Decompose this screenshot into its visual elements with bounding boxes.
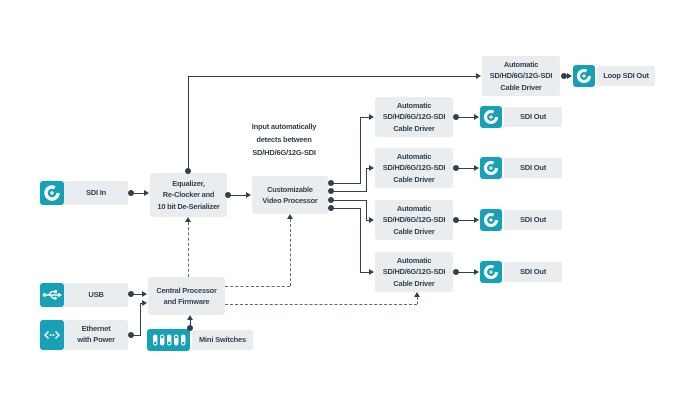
- connector: [331, 200, 367, 201]
- connector: [190, 320, 191, 326]
- arrowhead: [184, 217, 191, 222]
- usb-icon: [40, 283, 64, 307]
- connector: [366, 200, 367, 220]
- arrowhead: [476, 72, 481, 79]
- sdi-in-label: SDI In: [64, 181, 128, 205]
- connector: [228, 195, 246, 196]
- loop-sdi-out-label: Loop SDI Out: [597, 66, 655, 86]
- cable-driver-block-1: Automatic SD/HD/6G/12G-SDI Cable Driver: [375, 97, 453, 137]
- connector: [188, 76, 189, 169]
- bnc-icon-glyph: [483, 160, 499, 176]
- connector: [456, 168, 474, 169]
- sdi-out-label-4: SDI Out: [504, 262, 562, 282]
- bnc-icon-glyph: [483, 109, 499, 125]
- connector: [564, 76, 568, 77]
- connector: [360, 117, 361, 184]
- arrowhead: [567, 72, 572, 79]
- connector: [140, 303, 143, 304]
- dashed-connector: [225, 286, 290, 287]
- arrowhead: [142, 299, 147, 306]
- bnc-icon: [480, 106, 502, 128]
- connector-dot: [185, 168, 191, 174]
- arrowhead: [474, 216, 479, 223]
- bnc-icon-glyph: [483, 212, 499, 228]
- connector: [331, 208, 361, 209]
- dip-switches-icon: [147, 329, 190, 351]
- arrowhead: [369, 268, 374, 275]
- arrowhead: [474, 164, 479, 171]
- arrowhead: [474, 113, 479, 120]
- bnc-icon-glyph: [483, 264, 499, 280]
- connector: [360, 272, 370, 273]
- arrowhead: [246, 191, 251, 198]
- connector: [360, 208, 361, 272]
- dashed-connector: [290, 219, 291, 286]
- connector: [131, 335, 141, 336]
- bnc-icon: [480, 157, 502, 179]
- usb-label: USB: [64, 283, 128, 307]
- dashed-connector: [417, 297, 418, 304]
- connector-dot: [187, 325, 193, 331]
- dashed-connector: [225, 304, 417, 305]
- ethernet-icon: [40, 320, 64, 350]
- arrowhead: [369, 164, 374, 171]
- connector: [366, 220, 370, 221]
- arrowhead: [369, 216, 374, 223]
- arrowhead: [369, 113, 374, 120]
- ethernet-icon-glyph: [43, 330, 61, 340]
- connector: [331, 183, 361, 184]
- connector: [366, 168, 367, 192]
- connector: [188, 76, 476, 77]
- bnc-icon: [480, 261, 502, 283]
- arrowhead: [286, 214, 293, 219]
- video-processor-block: Customizable Video Processor: [252, 176, 328, 214]
- connector: [140, 303, 141, 336]
- cable-driver-block-2: Automatic SD/HD/6G/12G-SDI Cable Driver: [375, 148, 453, 188]
- ethernet-label: Ethernet with Power: [64, 320, 128, 350]
- mini-switches-label: Mini Switches: [192, 330, 253, 350]
- auto-detect-annotation: Input automatically detects between SD/H…: [251, 122, 317, 158]
- arrowhead: [142, 290, 147, 297]
- dip-switches-icon-glyph: [153, 334, 186, 346]
- cable-driver-block-3: Automatic SD/HD/6G/12G-SDI Cable Driver: [375, 200, 453, 240]
- bnc-icon: [573, 65, 595, 87]
- central-processor-block: Central Processor and Firmware: [148, 277, 225, 315]
- loop-cable-driver-block: Automatic SD/HD/6G/12G-SDI Cable Driver: [482, 56, 560, 96]
- sdi-out-label-1: SDI Out: [504, 107, 562, 127]
- sdi-out-label-3: SDI Out: [504, 210, 562, 230]
- bnc-icon: [480, 209, 502, 231]
- arrowhead: [186, 315, 193, 320]
- usb-icon-glyph: [42, 290, 62, 300]
- connector: [456, 272, 474, 273]
- arrowhead: [144, 189, 149, 196]
- connector: [456, 117, 474, 118]
- connector: [366, 168, 370, 169]
- connector: [456, 220, 474, 221]
- arrowhead: [413, 292, 420, 297]
- equalizer-block: Equalizer, Re-Clocker and 10 bit De-Seri…: [150, 173, 227, 217]
- arrowhead: [474, 268, 479, 275]
- dashed-connector: [188, 222, 189, 277]
- bnc-icon-glyph: [44, 185, 60, 201]
- connector: [131, 193, 145, 194]
- connector: [131, 294, 142, 295]
- bnc-icon: [40, 181, 64, 205]
- connector: [360, 117, 370, 118]
- connector: [331, 191, 367, 192]
- bnc-icon-glyph: [576, 68, 592, 84]
- sdi-out-label-2: SDI Out: [504, 158, 562, 178]
- cable-driver-block-4: Automatic SD/HD/6G/12G-SDI Cable Driver: [375, 252, 453, 292]
